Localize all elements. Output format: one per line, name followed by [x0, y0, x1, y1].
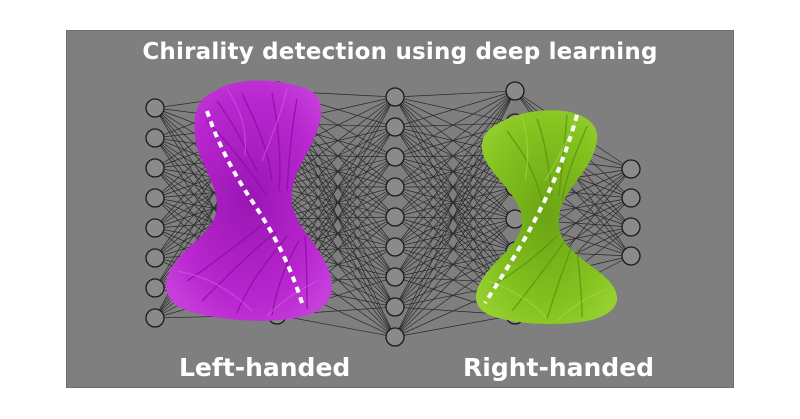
network-edge — [394, 90, 516, 98]
network-edge — [394, 250, 516, 308]
network-edge — [394, 186, 516, 338]
network-edge — [394, 126, 516, 188]
network-edge — [276, 186, 396, 218]
network-edge — [394, 216, 516, 252]
network-edge — [394, 96, 516, 284]
network-node — [145, 188, 165, 208]
network-edge — [394, 154, 516, 338]
network-edge — [394, 126, 516, 284]
network-edge — [394, 156, 516, 220]
network-node — [505, 81, 525, 101]
network-edge — [276, 314, 396, 338]
network-edge — [394, 154, 516, 308]
network-edge — [394, 90, 516, 158]
network-edge — [394, 156, 516, 188]
network-edge — [394, 186, 516, 252]
network-node — [385, 327, 405, 347]
network-node — [145, 278, 165, 298]
network-node — [385, 177, 405, 197]
network-edge — [394, 314, 516, 338]
network-node — [621, 246, 641, 266]
network-edge — [276, 126, 396, 188]
network-illustration — [145, 80, 641, 347]
network-edge — [394, 90, 516, 218]
network-edge — [394, 122, 516, 128]
left-handed-helix-image — [165, 80, 332, 321]
network-edge — [276, 96, 396, 220]
network-node — [385, 237, 405, 257]
network-edge — [394, 90, 516, 128]
network-node — [621, 217, 641, 237]
network-edge — [394, 90, 516, 278]
left-handed-label: Left-handed — [179, 353, 351, 382]
network-edge — [276, 186, 396, 338]
network-edge — [394, 246, 516, 252]
network-edge — [276, 154, 396, 278]
network-edge — [276, 186, 396, 308]
network-node — [385, 117, 405, 137]
network-edge — [276, 186, 396, 278]
network-node — [385, 267, 405, 287]
network-edge — [276, 154, 396, 338]
network-node — [385, 147, 405, 167]
network-edge — [394, 186, 516, 308]
network-edge — [394, 186, 516, 220]
network-edge — [394, 186, 516, 218]
network-node — [145, 218, 165, 238]
network-node — [385, 87, 405, 107]
network-edge — [394, 216, 516, 220]
network-edge — [276, 186, 396, 248]
network-edge — [394, 90, 516, 248]
network-edge — [394, 156, 516, 252]
network-edge — [276, 126, 396, 220]
right-handed-label: Right-handed — [463, 353, 655, 382]
right-handed-helix-image — [475, 110, 618, 325]
network-edge — [394, 126, 516, 220]
network-edge — [394, 218, 516, 248]
network-edge — [394, 156, 516, 284]
network-node — [145, 98, 165, 118]
figure-frame: Chirality detection using deep learning … — [66, 30, 734, 388]
network-edge — [276, 156, 396, 220]
network-node — [145, 308, 165, 328]
network-edge — [394, 218, 516, 338]
figure-title: Chirality detection using deep learning — [142, 39, 658, 65]
network-edge — [276, 156, 396, 188]
network-edge — [394, 186, 516, 278]
network-node — [145, 248, 165, 268]
network-node — [385, 207, 405, 227]
network-edge — [394, 218, 516, 278]
network-node — [145, 128, 165, 148]
network-edge — [394, 96, 516, 252]
network-node — [621, 159, 641, 179]
network-edge — [394, 96, 516, 124]
network-node — [621, 188, 641, 208]
network-edge — [276, 186, 396, 220]
network-edge — [394, 218, 516, 308]
network-edge — [394, 250, 516, 278]
network-node — [385, 297, 405, 317]
network-edge — [394, 154, 516, 278]
network-edge — [394, 96, 516, 220]
network-edge — [276, 154, 396, 308]
network-edge — [394, 90, 516, 188]
network-node — [145, 158, 165, 178]
network-edge — [394, 126, 516, 252]
network-edge — [394, 186, 516, 248]
